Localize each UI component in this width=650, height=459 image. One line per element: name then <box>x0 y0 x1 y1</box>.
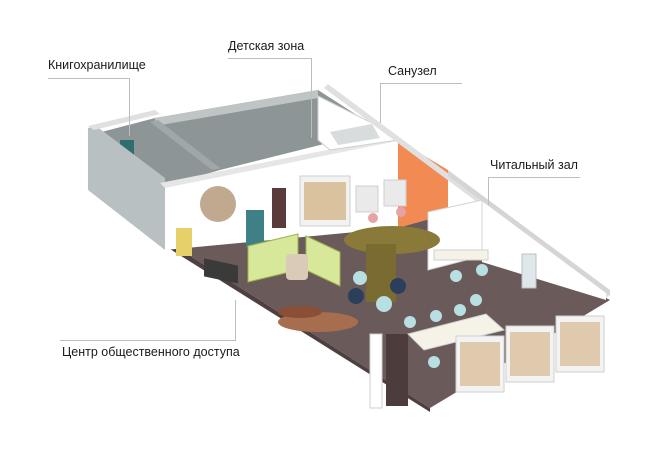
storage-room-floor <box>90 118 220 186</box>
bookshelf-front-3 <box>555 315 605 373</box>
bookshelf-front-1-books <box>460 342 500 386</box>
leader-bathroom-h <box>380 83 462 84</box>
label-kids-zone: Детская зона <box>228 39 305 53</box>
armchair <box>286 254 308 280</box>
leader-kids-zone-h <box>228 58 312 59</box>
service-desk-top <box>278 306 322 318</box>
reading-chair-2 <box>476 264 488 276</box>
bookshelf-front-1 <box>455 335 505 393</box>
window-right <box>521 253 537 289</box>
storage-partition <box>150 120 220 170</box>
bookshelf-front-2-books <box>510 332 550 376</box>
label-book-storage: Книгохранилище <box>48 58 146 72</box>
leader-public-access-h <box>60 340 236 341</box>
left-outer-wall-top <box>88 110 160 130</box>
leader-reading-room-h <box>488 177 580 178</box>
reading-chair-7 <box>428 356 440 368</box>
front-pillar <box>369 333 383 409</box>
workstation-1 <box>355 185 379 213</box>
back-door <box>272 188 286 228</box>
bookshelf-front-3-books <box>560 322 600 366</box>
reading-chair-6 <box>454 304 466 316</box>
kiosk-terminal <box>204 258 238 284</box>
bookshelf-front-2 <box>505 325 555 383</box>
front-door <box>386 334 408 406</box>
leader-bathroom-v <box>380 83 381 123</box>
orange-accent-wall <box>398 140 448 228</box>
reading-chair-4 <box>404 316 416 328</box>
pouf-2 <box>376 296 392 312</box>
pouf-4 <box>353 271 367 285</box>
reading-table <box>407 313 506 351</box>
back-bookshelf-books <box>304 182 346 220</box>
kids-zone-back-wall <box>155 90 318 126</box>
chair-pink-1 <box>368 213 378 223</box>
leader-public-access-v <box>235 300 236 340</box>
workstation-2 <box>383 179 407 207</box>
leader-book-storage-h <box>48 78 130 79</box>
reading-chair-3 <box>470 294 482 306</box>
leader-book-storage-v <box>129 78 130 136</box>
label-bathroom: Санузел <box>388 64 437 78</box>
reading-desk-back <box>433 249 489 261</box>
bathroom-block <box>317 95 400 151</box>
leader-kids-zone-v <box>311 58 312 138</box>
label-public-access-center: Центр общественного доступа <box>62 345 240 359</box>
right-side-wall <box>482 200 606 300</box>
wall-decor <box>200 186 236 222</box>
bathroom-inner <box>330 124 380 145</box>
tree-trunk <box>366 244 396 302</box>
chair-pink-2 <box>396 207 406 217</box>
cabinet-teal <box>246 210 264 248</box>
left-outer-wall <box>88 126 165 250</box>
reading-chair-5 <box>430 310 442 322</box>
main-back-wall-top <box>160 136 402 188</box>
water-cooler <box>176 228 192 256</box>
pouf-3 <box>390 278 406 294</box>
label-reading-room: Читальный зал <box>490 158 578 172</box>
leader-reading-room-v <box>488 177 489 205</box>
pouf-1 <box>348 288 364 304</box>
reading-chair-1 <box>450 270 462 282</box>
